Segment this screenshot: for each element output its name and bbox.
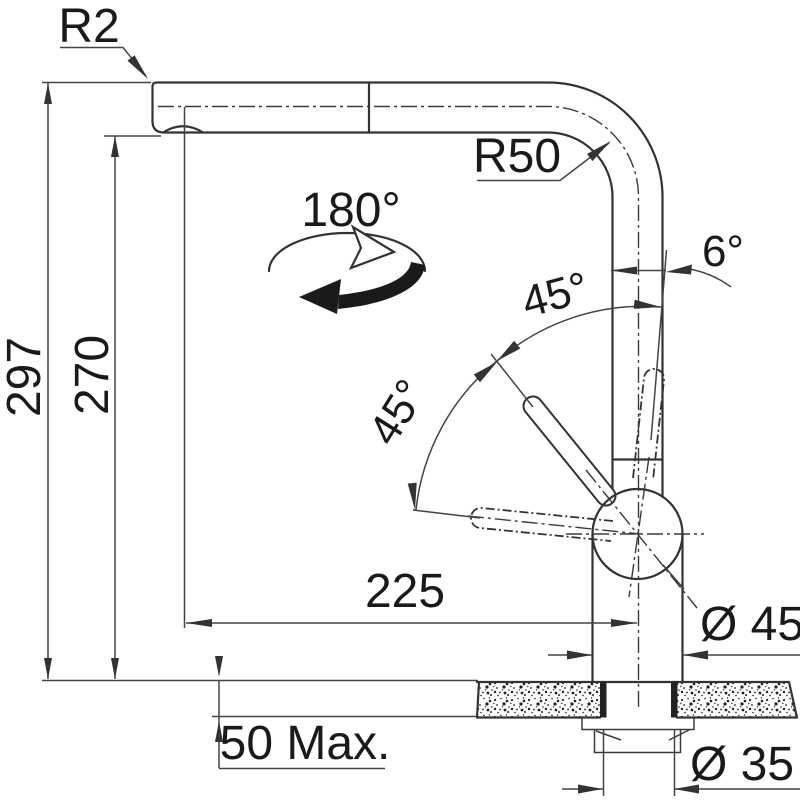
ball-joint-detail-line <box>662 564 685 590</box>
dimension-height-spout <box>104 135 161 679</box>
countertop <box>475 680 799 719</box>
leader-r50 <box>477 141 611 182</box>
dimension-tilt-angle <box>611 249 732 441</box>
dimension-height-total <box>42 81 151 679</box>
counter-hole-edge-left <box>600 682 607 718</box>
lever-position-up <box>632 368 665 481</box>
dimension-hole-diameter <box>562 730 800 796</box>
dimension-counter-thickness <box>212 656 477 770</box>
label-dia-45: Ø 45 <box>700 598 800 651</box>
dimension-lever-angles <box>407 299 662 519</box>
lever-position-horizontal <box>470 507 614 542</box>
label-lever-45-lower: 45° <box>359 371 436 453</box>
label-lever-45-upper: 45° <box>517 263 594 328</box>
dim-270-label: 270 <box>66 335 119 415</box>
dimension-reach <box>183 107 637 628</box>
spout-and-riser-outline <box>151 81 664 499</box>
lever-position-diagonal <box>522 395 617 507</box>
label-rotation-180: 180° <box>301 184 400 237</box>
counter-hole-edge-right <box>671 682 678 718</box>
label-r50: R50 <box>473 130 561 183</box>
aerator-outlet <box>161 125 205 134</box>
centerlines <box>158 105 704 707</box>
label-50-max: 50 Max. <box>220 717 391 770</box>
label-dia-35: Ø 35 <box>690 738 794 791</box>
dim-297-label: 297 <box>0 337 51 417</box>
mounting-nut <box>581 718 695 754</box>
leader-r2 <box>60 46 148 79</box>
rotation-arrow-icon <box>267 224 427 314</box>
dim-225-label: 225 <box>365 565 445 618</box>
label-r2: R2 <box>58 0 119 53</box>
base-column <box>591 532 684 683</box>
label-tilt-6deg: 6° <box>702 227 744 276</box>
dimension-body-diameter <box>548 650 800 660</box>
faucet-body <box>151 81 684 683</box>
